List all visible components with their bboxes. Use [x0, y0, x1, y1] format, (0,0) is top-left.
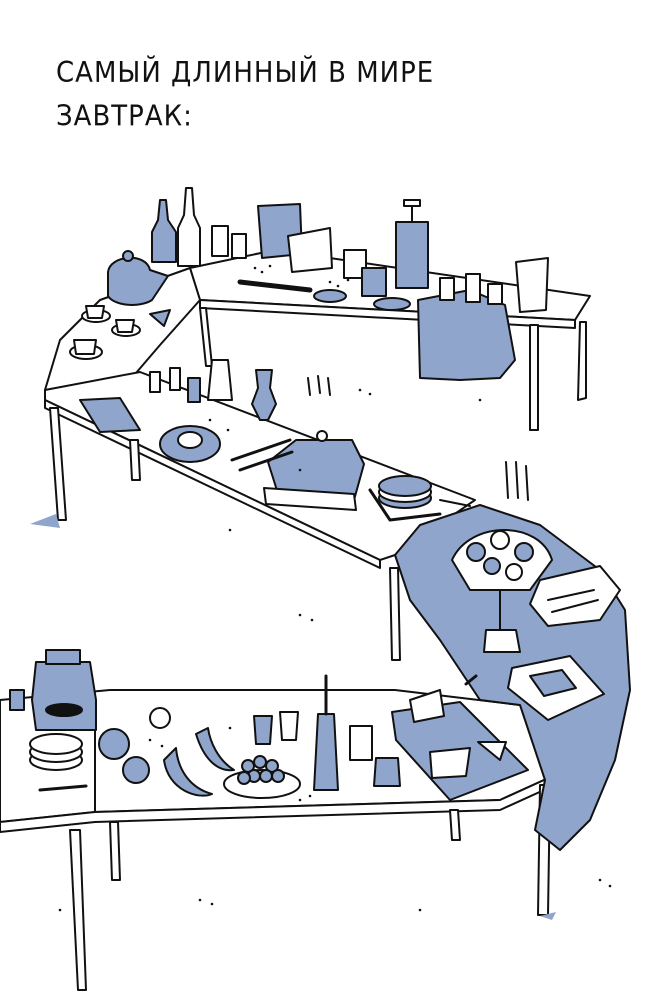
fruit-basket-icon: [451, 529, 553, 653]
glass-icon: [211, 225, 229, 257]
saucer-icon: [313, 289, 347, 303]
plates-stack-icon: [29, 733, 83, 771]
cloth-table-items: [451, 461, 621, 721]
french-press-icon: [395, 221, 429, 289]
grapes-icon: [223, 755, 301, 799]
corner-items: [69, 250, 171, 360]
jar-icon: [31, 661, 97, 731]
bread-icon: [529, 565, 621, 627]
back-table-items: [151, 187, 549, 313]
banana-icon: [163, 747, 213, 797]
teapot-icon: [107, 256, 169, 306]
stipple-dots: [58, 264, 612, 912]
bottle-icon-2: [177, 187, 201, 267]
bottle-icon: [151, 199, 177, 263]
cup-icon: [361, 267, 387, 297]
plates-icon: [378, 475, 432, 509]
middle-table-items: [79, 359, 471, 522]
title-line-1: САМЫЙ ДЛИННЫЙ В МИРЕ: [56, 57, 435, 90]
pepper-mill-icon: [251, 369, 277, 421]
menu-card: [287, 227, 333, 273]
bottle-icon-3: [313, 713, 339, 791]
title-line-2: ЗАВТРАК:: [56, 100, 193, 133]
apple-icon: [98, 728, 130, 760]
knife-icon: [237, 279, 313, 293]
bottom-table-items: [9, 649, 529, 801]
page-title: САМЫЙ ДЛИННЫЙ В МИРЕ ЗАВТРАК:: [56, 52, 434, 138]
jug-icon: [515, 257, 549, 313]
